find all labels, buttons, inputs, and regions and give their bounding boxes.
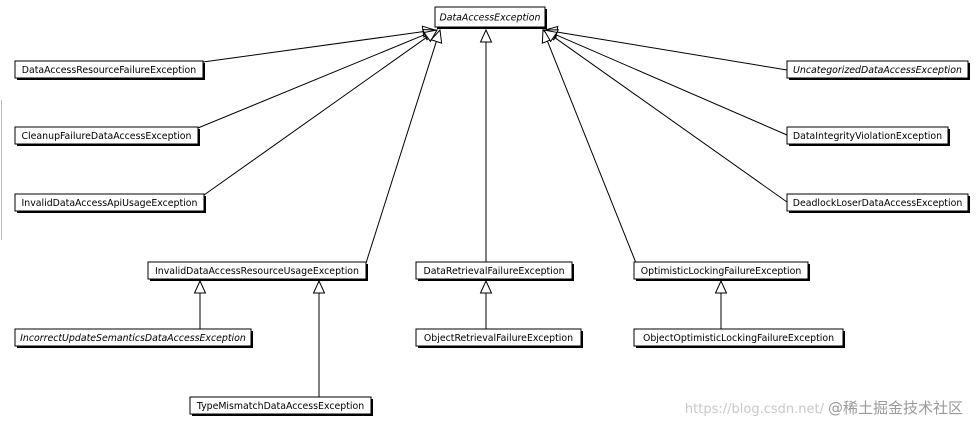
inheritance-arrow-uncategorized xyxy=(543,25,788,71)
inheritance-arrow-integrity-violation xyxy=(543,29,788,136)
class-box-invalid-api-usage: InvalidDataAccessApiUsageException xyxy=(14,193,206,213)
inheritance-arrow-invalid-api-usage xyxy=(203,29,438,196)
inheritance-arrow-invalid-resource-usage xyxy=(365,28,443,264)
class-box-object-optimistic-locking: ObjectOptimisticLockingFailureException xyxy=(633,328,845,348)
class-label-invalid-api-usage: InvalidDataAccessApiUsageException xyxy=(22,198,198,209)
inheritance-arrow-retrieval-failure xyxy=(479,28,493,262)
inheritance-arrow-type-mismatch xyxy=(312,279,326,397)
class-label-retrieval-failure: DataRetrievalFailureException xyxy=(423,266,564,277)
class-box-type-mismatch: TypeMismatchDataAccessException xyxy=(189,396,373,416)
class-label-uncategorized: UncategorizedDataAccessException xyxy=(793,65,962,76)
class-box-resource-failure: DataAccessResourceFailureException xyxy=(14,60,205,80)
class-box-invalid-resource-usage: InvalidDataAccessResourceUsageException xyxy=(147,261,368,281)
inheritance-arrow-optimistic-locking xyxy=(541,28,637,264)
watermark: https://blog.csdn.net/@稀土掘金技术社区 xyxy=(685,397,963,418)
class-label-object-retrieval-failure: ObjectRetrievalFailureException xyxy=(424,333,573,344)
left-edge-line xyxy=(1,100,2,240)
class-box-deadlock-loser: DeadlockLoserDataAccessException xyxy=(786,193,970,213)
class-box-retrieval-failure: DataRetrievalFailureException xyxy=(415,261,574,281)
class-box-cleanup-failure: CleanupFailureDataAccessException xyxy=(14,126,200,146)
class-boxes: DataAccessException DataAccessResourceFa… xyxy=(14,6,970,416)
class-label-cleanup-failure: CleanupFailureDataAccessException xyxy=(22,131,192,142)
class-box-incorrect-update: IncorrectUpdateSemanticsDataAccessExcept… xyxy=(14,328,253,348)
inheritance-arrow-object-retrieval-failure xyxy=(479,279,493,329)
class-box-integrity-violation: DataIntegrityViolationException xyxy=(786,126,950,146)
watermark-brand: @稀土掘金技术社区 xyxy=(827,399,963,417)
inheritance-arrow-deadlock-loser xyxy=(543,29,788,203)
inheritance-edges xyxy=(193,25,788,397)
class-label-optimistic-locking: OptimisticLockingFailureException xyxy=(641,266,802,277)
inheritance-arrow-cleanup-failure xyxy=(197,28,438,129)
class-label-type-mismatch: TypeMismatchDataAccessException xyxy=(196,401,364,412)
class-label-root: DataAccessException xyxy=(440,13,541,24)
class-label-integrity-violation: DataIntegrityViolationException xyxy=(793,131,942,142)
inheritance-arrow-object-optimistic-locking xyxy=(714,279,728,329)
watermark-url: https://blog.csdn.net/ xyxy=(684,402,824,417)
class-label-deadlock-loser: DeadlockLoserDataAccessException xyxy=(793,198,963,209)
class-label-incorrect-update: IncorrectUpdateSemanticsDataAccessExcept… xyxy=(20,333,246,344)
class-box-object-retrieval-failure: ObjectRetrievalFailureException xyxy=(415,328,583,348)
class-box-root: DataAccessException xyxy=(434,6,547,29)
class-label-object-optimistic-locking: ObjectOptimisticLockingFailureException xyxy=(643,333,834,344)
class-box-optimistic-locking: OptimisticLockingFailureException xyxy=(633,261,810,281)
class-box-uncategorized: UncategorizedDataAccessException xyxy=(786,60,970,80)
class-label-resource-failure: DataAccessResourceFailureException xyxy=(22,65,197,76)
inheritance-arrow-incorrect-update xyxy=(193,279,207,329)
class-label-invalid-resource-usage: InvalidDataAccessResourceUsageException xyxy=(155,266,359,277)
